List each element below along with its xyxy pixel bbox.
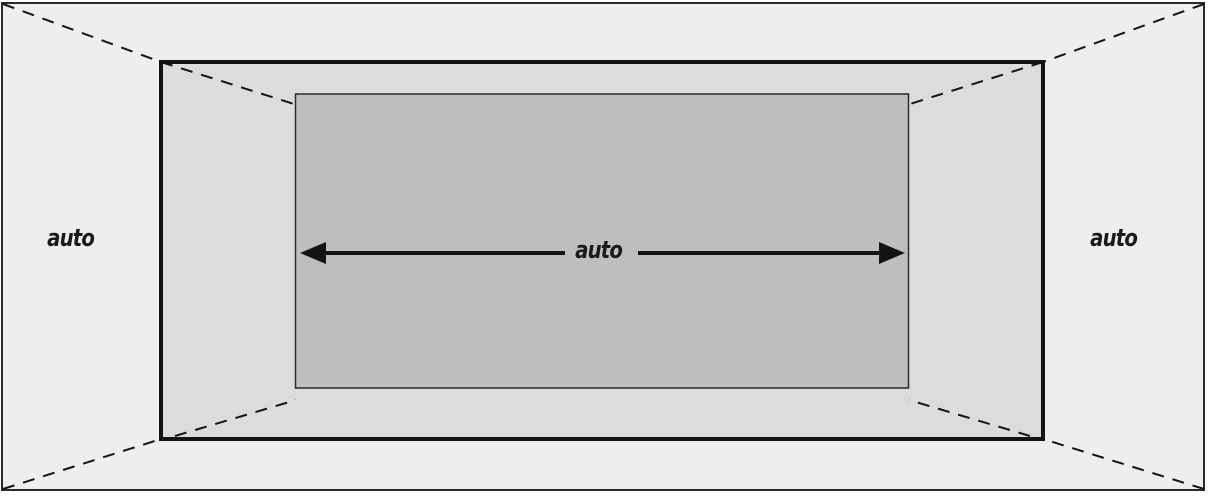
dashed-line-top-right-outer (1042, 3, 1205, 63)
perspective-lines (2, 3, 1205, 490)
content-width-label: auto (575, 236, 623, 264)
arrow-left-head-icon (300, 242, 326, 264)
content-box (294, 93, 910, 389)
dashed-line-bottom-left-inner (174, 399, 297, 437)
dashed-line-bottom-left-outer (2, 438, 162, 490)
left-margin-label: auto (47, 224, 95, 252)
dashed-line-top-left-outer (2, 3, 162, 63)
dashed-line-bottom-right-inner (908, 399, 1031, 437)
arrow-right-head-icon (879, 242, 905, 264)
dashed-line-bottom-right-outer (1042, 438, 1205, 490)
dashed-line-top-right-inner (909, 61, 1044, 105)
dashed-line-top-left-inner (160, 61, 295, 105)
right-margin-label: auto (1090, 224, 1138, 252)
width-arrow (300, 242, 905, 264)
